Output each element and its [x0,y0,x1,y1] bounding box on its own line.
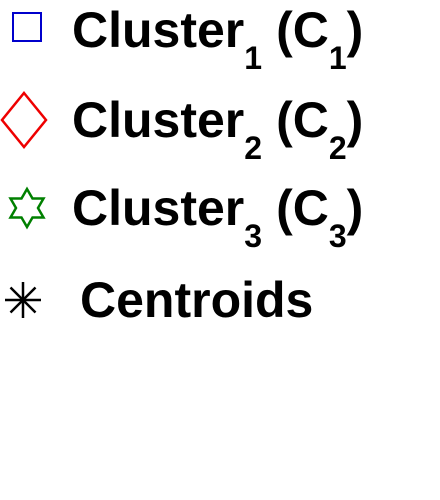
legend-entry-centroids: Centroids [0,270,440,340]
legend-entry-cluster-2: Cluster2(C2) [0,90,440,166]
series-1-abbr-index: 1 [328,40,347,76]
series-3-name-base: Cluster [72,180,245,236]
legend-asterisk-shape [5,282,41,318]
diamond-marker-icon [0,90,60,160]
legend-label-cluster-2: Cluster2(C2) [72,92,364,166]
series-2-abbr-index: 2 [328,130,347,166]
legend-hexagram-shape [8,186,46,230]
legend-label-cluster-3: Cluster3(C3) [72,180,364,254]
series-2-name-base: Cluster [72,92,245,148]
series-2-index: 2 [244,130,263,166]
series-3-abbr-index: 3 [328,218,347,254]
series-4-name: Centroids [80,272,314,328]
series-3-abbr: C [292,180,329,236]
legend-label-centroids: Centroids [80,270,313,330]
legend-diamond-shape [0,91,48,149]
legend-entry-cluster-1: Cluster1(C1) [0,0,440,76]
square-marker-icon [0,0,60,70]
series-3-index: 3 [244,218,263,254]
series-1-index: 1 [244,40,263,76]
hexagram-marker-icon [0,178,60,248]
legend-square-shape [12,12,42,42]
series-1-name-base: Cluster [72,2,245,58]
series-1-abbr: C [292,2,329,58]
legend-entry-cluster-3: Cluster3(C3) [0,178,440,254]
series-2-abbr: C [292,92,329,148]
legend-label-cluster-1: Cluster1(C1) [72,2,364,76]
asterisk-marker-icon [0,270,60,340]
